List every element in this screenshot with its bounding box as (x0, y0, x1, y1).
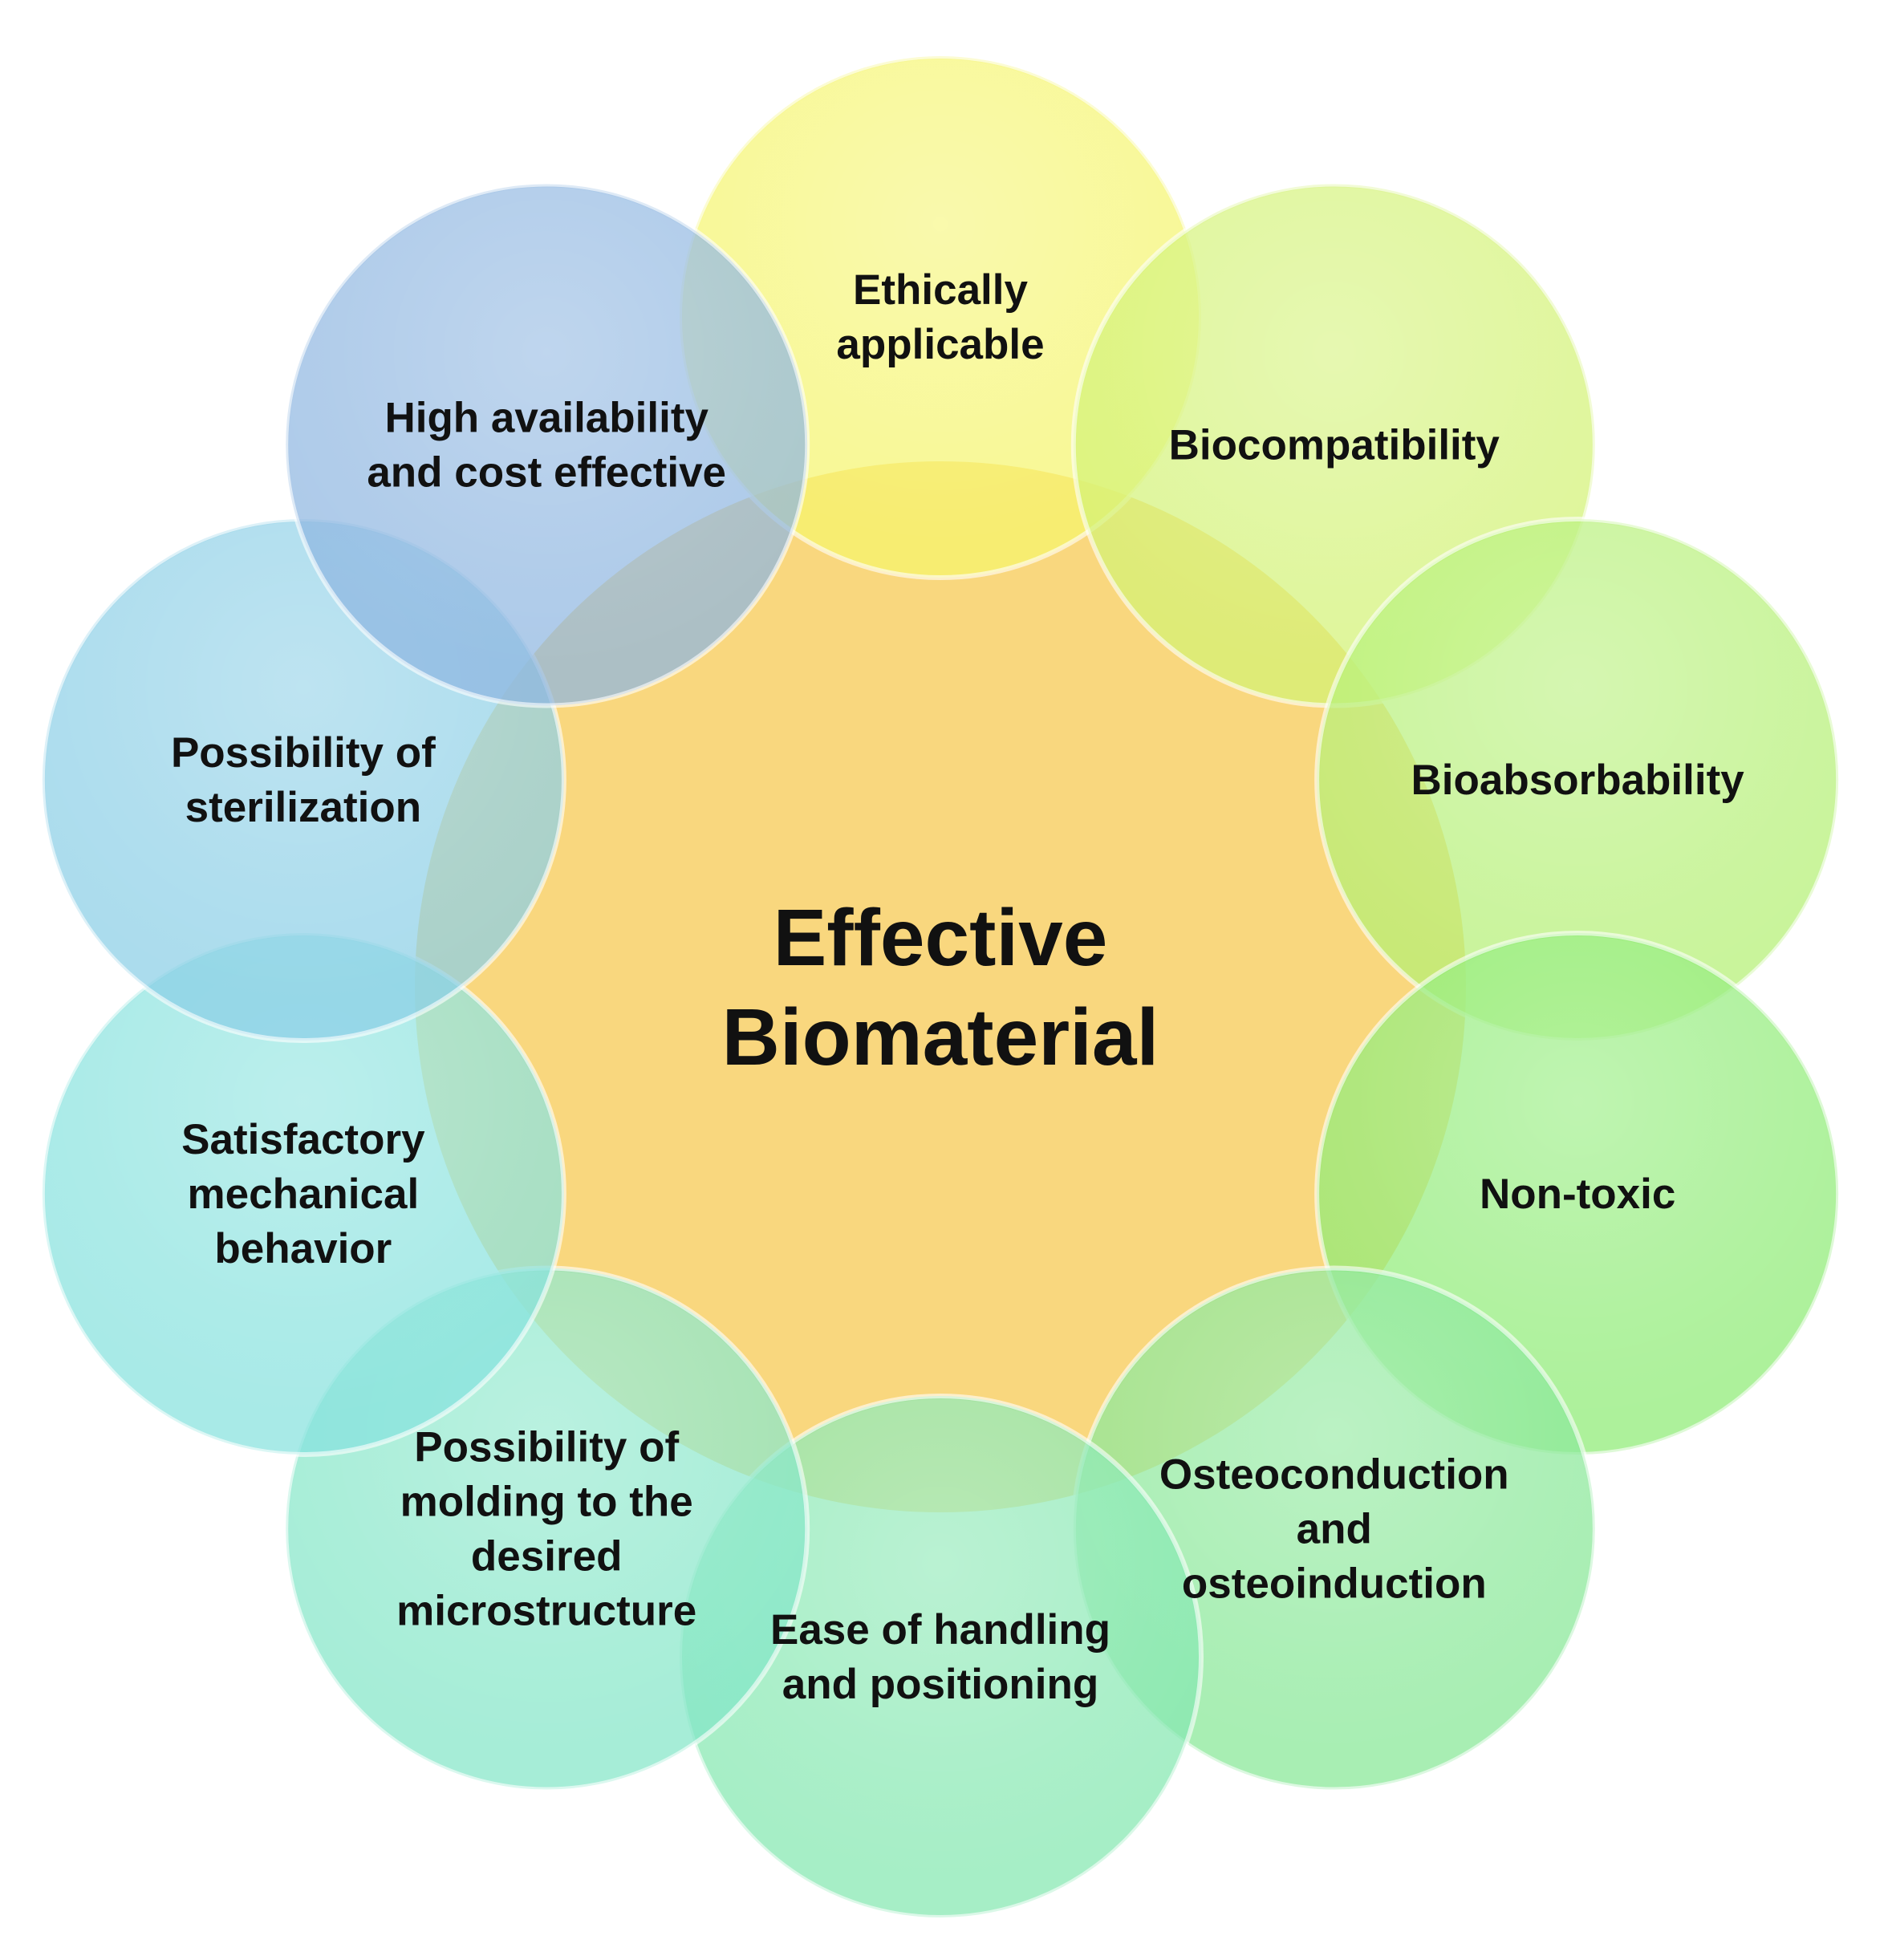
satellite-label-line: applicable (836, 321, 1044, 368)
satellite-sheen (1076, 1271, 1592, 1787)
satellite-label-molding: Possibility of molding to the desired micro… (396, 1424, 696, 1635)
satellite-mechanical (39, 931, 566, 1458)
satellite-label-line: Ease of handling (770, 1606, 1110, 1654)
satellite-label-line: and positioning (782, 1661, 1099, 1708)
satellite-ethically-applicable (677, 54, 1204, 580)
satellite-label-line: Possibility of (414, 1424, 679, 1471)
satellite-label-line: Satisfactory (181, 1116, 425, 1163)
satellite-label-line: molding to the (400, 1479, 693, 1526)
satellite-label-availability: High availability and cost effective (367, 394, 726, 496)
satellite-label-line: osteoinduction (1182, 1560, 1487, 1608)
center-label-line: Effective (773, 893, 1108, 983)
satellite-label-bioabsorbability: Bioabsorbability (1411, 757, 1745, 804)
satellite-sheen (45, 936, 561, 1452)
satellite-layer (39, 54, 1841, 1920)
satellite-sheen (289, 187, 805, 703)
satellite-label-line: sterilization (185, 784, 422, 831)
satellite-label-sterilization: Possibility of sterilization (171, 729, 436, 831)
satellite-label-ethically-applicable: Ethically applicable (836, 266, 1044, 368)
satellite-label-line: mechanical (188, 1171, 420, 1218)
satellite-sheen (1320, 521, 1836, 1037)
satellite-label-line: microstructure (396, 1588, 696, 1635)
satellite-label-biocompatibility: Biocompatibility (1169, 421, 1500, 469)
satellite-label-osteoconduction: Osteoconduction and osteoinduction (1159, 1451, 1509, 1608)
satellite-label-ease-of-handling: Ease of handling and positioning (770, 1606, 1110, 1708)
satellite-label-non-toxic: Non-toxic (1480, 1171, 1675, 1218)
satellite-label-line: Osteoconduction (1159, 1451, 1509, 1499)
satellite-label-line: and (1297, 1506, 1372, 1553)
satellite-sheen (683, 59, 1198, 574)
satellite-label-line: behavior (214, 1225, 392, 1272)
satellite-label-line: High availability (384, 394, 708, 441)
center-layer (415, 461, 1466, 1512)
center-label-line: Biomaterial (722, 992, 1159, 1082)
satellite-label-line: and cost effective (367, 448, 726, 496)
satellite-availability (283, 181, 810, 708)
satellite-ease-of-handling (677, 1394, 1204, 1920)
satellite-label-line: desired (471, 1533, 623, 1581)
satellite-label-mechanical: Satisfactory mechanical behavior (181, 1116, 425, 1272)
satellite-label-line: Bioabsorbability (1411, 757, 1745, 804)
satellite-label-line: Non-toxic (1480, 1171, 1675, 1218)
satellite-label-line: Biocompatibility (1169, 421, 1500, 469)
satellite-sheen (683, 1399, 1198, 1914)
satellite-label-line: Possibility of (171, 729, 436, 777)
satellite-osteoconduction (1070, 1265, 1598, 1792)
satellite-label-line: Ethically (853, 266, 1029, 314)
center-circle (415, 461, 1466, 1512)
